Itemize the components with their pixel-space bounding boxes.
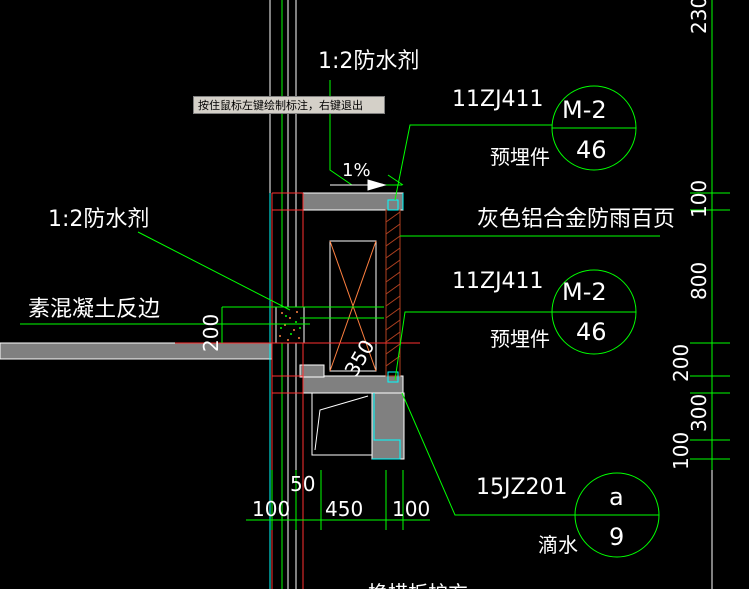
- embedded-parts: [387, 199, 399, 383]
- label-drip: 滴水: [538, 533, 578, 557]
- label-embed-mid: 预埋件: [490, 327, 550, 351]
- label-embed-top: 预埋件: [490, 145, 550, 169]
- label-louver: 灰色铝合金防雨百页: [477, 207, 675, 232]
- dim-left-200: 200: [199, 314, 223, 352]
- callout-mid-sheet: 46: [576, 318, 607, 346]
- label-bottom-cut: 换措板护方: [368, 581, 468, 589]
- callout-bottom-code: a: [609, 483, 624, 511]
- dim-right-300: 300: [687, 394, 711, 432]
- louver-hatch: [385, 211, 401, 367]
- right-dimension-lines: [690, 0, 730, 470]
- concrete-upstand: [275, 306, 305, 344]
- callout-bottom-ref: 15JZ201: [476, 475, 568, 500]
- callout-top-sheet: 46: [576, 136, 607, 164]
- command-tooltip: 按住鼠标左键绘制标注，右键退出: [193, 96, 385, 114]
- dim-right-800: 800: [687, 262, 711, 300]
- dim-bottom-100-right: 100: [392, 497, 430, 521]
- callout-top-ref: 11ZJ411: [452, 87, 544, 112]
- label-waterproof-top: 1:2防水剂: [318, 49, 419, 74]
- wall-outline: [269, 193, 404, 589]
- callout-circles: [551, 85, 660, 558]
- callout-mid-ref: 11ZJ411: [452, 269, 544, 294]
- dim-bottom-100-left: 100: [252, 497, 290, 521]
- slope-arrow: [330, 179, 387, 191]
- louver-frame: [329, 209, 401, 377]
- dim-bottom-50: 50: [290, 472, 315, 496]
- dim-right-top: 230: [687, 0, 711, 34]
- dim-inner-350: 350: [340, 335, 380, 380]
- label-waterproof-left: 1:2防水剂: [48, 207, 149, 232]
- dim-right-100-b: 100: [669, 432, 693, 470]
- dim-bottom-450: 450: [325, 497, 363, 521]
- callout-mid-code: M-2: [562, 278, 607, 306]
- callout-top-code: M-2: [562, 96, 607, 124]
- lower-opening: [311, 392, 373, 456]
- dim-right-200: 200: [669, 344, 693, 382]
- callout-bottom-sheet: 9: [609, 523, 624, 551]
- dim-right-100-a: 100: [687, 180, 711, 218]
- label-slope: 1%: [342, 160, 371, 181]
- bottom-dimension-lines: [246, 470, 430, 530]
- leader-lines: [20, 80, 660, 516]
- label-concrete-edge: 素混凝土反边: [28, 297, 160, 322]
